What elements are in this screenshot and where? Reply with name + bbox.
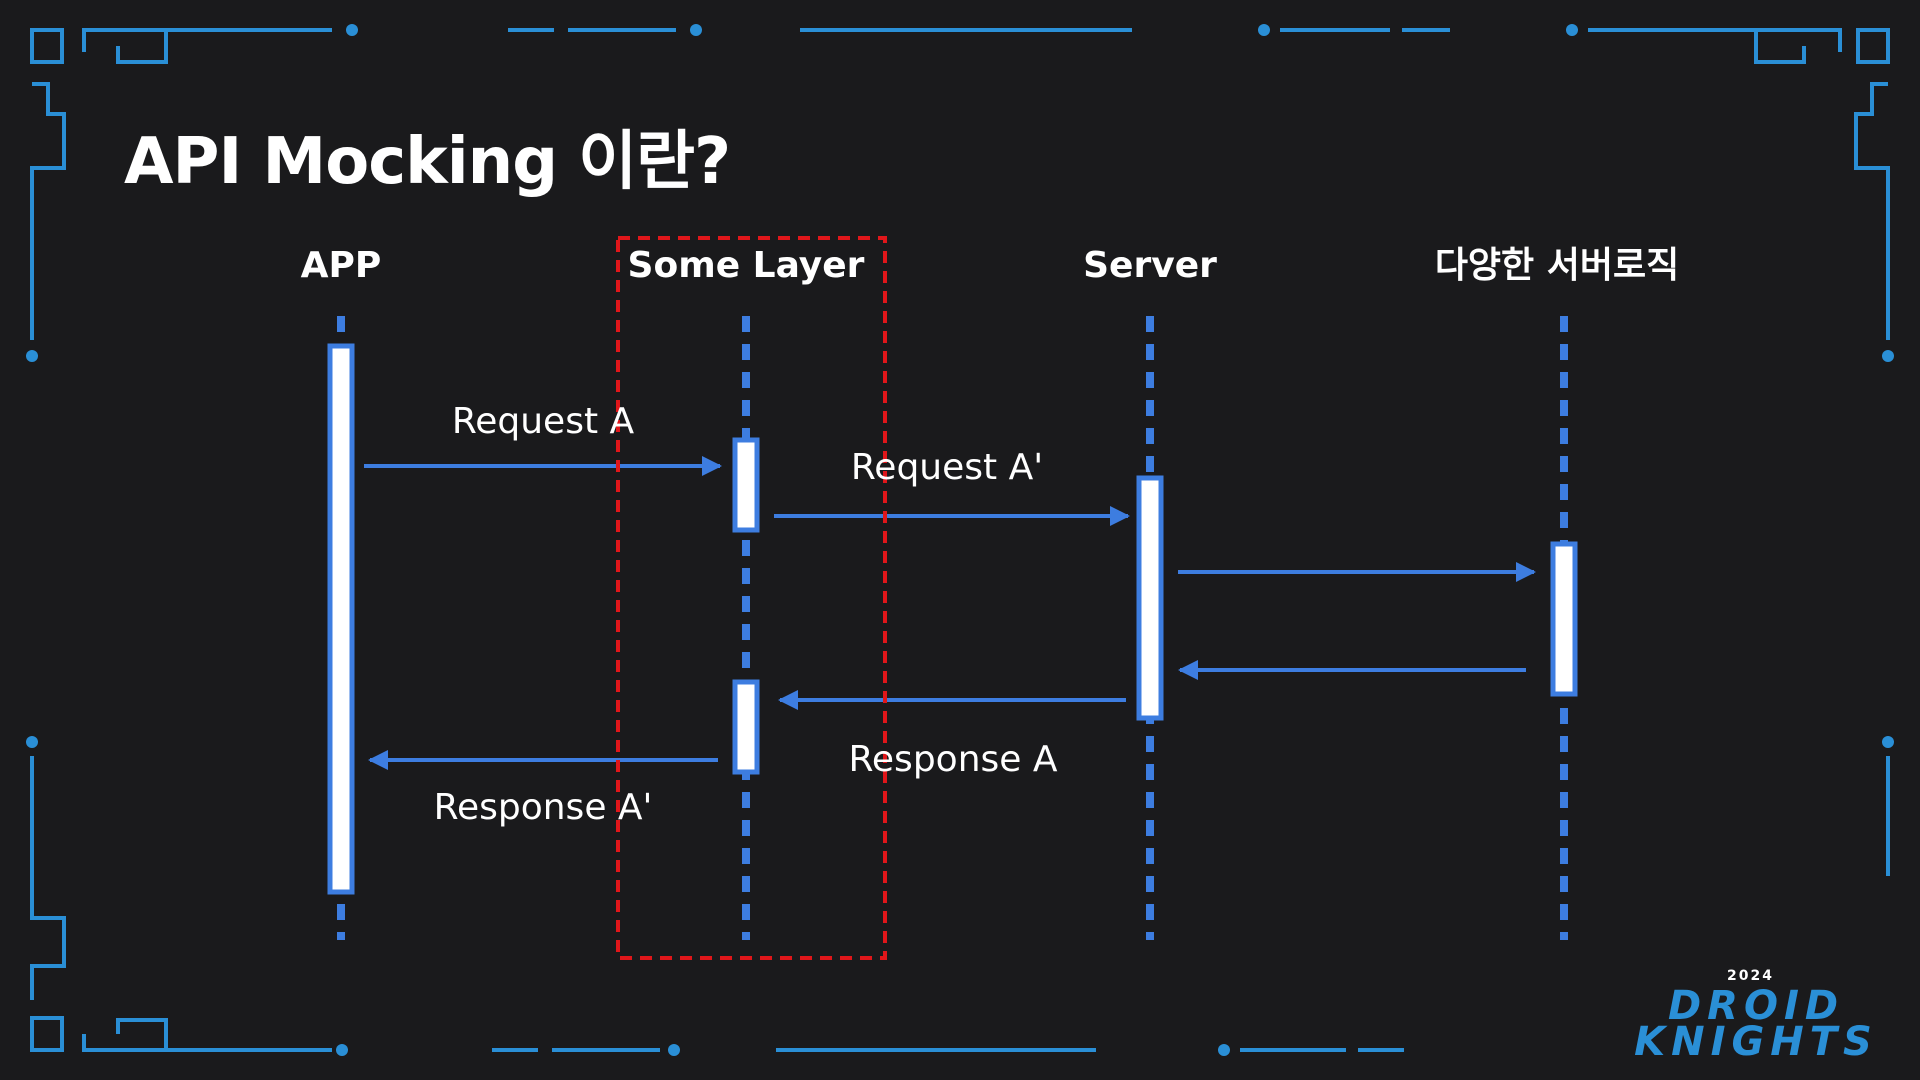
frame-dot — [668, 1044, 680, 1056]
frame-line-left-upper — [30, 82, 66, 340]
frame-dot — [346, 24, 358, 36]
participant-label-server-logic: 다양한 서버로직 — [1434, 245, 1680, 286]
frame-dot — [1218, 1044, 1230, 1056]
frame-notch-top-right — [1754, 30, 1806, 64]
frame-dot — [1566, 24, 1578, 36]
frame-dot — [1882, 350, 1894, 362]
message-label-request-a: Request A — [451, 401, 635, 442]
activation-bar-server — [1136, 475, 1164, 721]
frame-dot — [26, 736, 38, 748]
participant-label-app: APP — [300, 245, 382, 286]
corner-square-top-right — [1856, 28, 1890, 64]
message-label-response-a-prime: Response A' — [433, 787, 653, 828]
message-label-request-a-prime: Request A' — [850, 447, 1044, 488]
slide-title: API Mocking 이란? — [124, 125, 731, 199]
corner-square-bottom-left — [30, 1016, 64, 1052]
frame-line-top-left — [82, 28, 332, 52]
frame-dot — [336, 1044, 348, 1056]
message-label-response-a: Response A — [848, 739, 1058, 780]
frame-notch-top-left — [116, 30, 168, 64]
activation-bar-app — [327, 343, 355, 895]
frame-dot — [690, 24, 702, 36]
activation-bar-server-logic — [1550, 541, 1578, 697]
frame-line-top-right — [1588, 28, 1842, 52]
activation-bar-some-layer-request — [732, 437, 760, 533]
event-logo-line2: KNIGHTS — [1634, 1019, 1878, 1065]
participant-label-server: Server — [1083, 245, 1217, 286]
participant-label-some-layer: Some Layer — [627, 245, 865, 286]
highlight-box-some-layer — [616, 236, 887, 960]
frame-dot — [26, 350, 38, 362]
frame-line-right-upper — [1854, 82, 1890, 340]
frame-notch-bottom-left — [116, 1018, 168, 1050]
corner-square-top-left — [30, 28, 64, 64]
frame-dot — [1258, 24, 1270, 36]
frame-line-left-lower — [30, 756, 66, 1000]
frame-line-bottom-left — [82, 1034, 332, 1052]
event-logo-year: 2024 — [1727, 968, 1774, 984]
event-logo-line1: DROID — [1667, 983, 1845, 1029]
frame-dot — [1882, 736, 1894, 748]
activation-bar-some-layer-response — [732, 679, 760, 775]
